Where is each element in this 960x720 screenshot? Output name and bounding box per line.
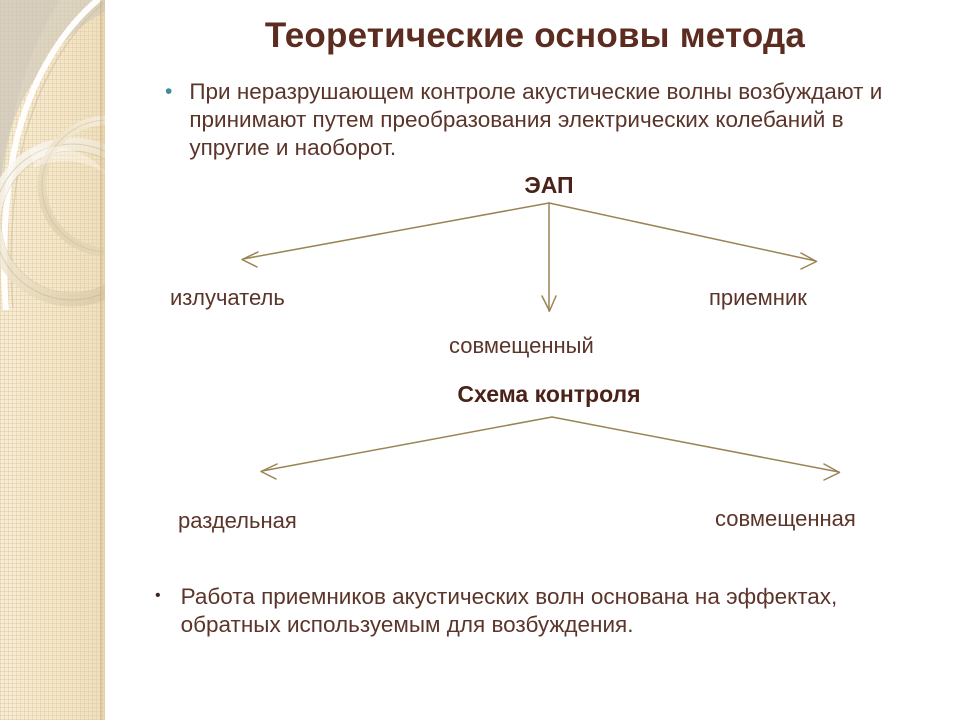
bullet-item-1: • При неразрушающем контроле акустически… — [165, 78, 910, 163]
bullet-text-2: Работа приемников акустических волн осно… — [180, 584, 838, 638]
diagram-1-node-center: совмещенный — [449, 333, 594, 358]
arrow-scheme-right — [551, 416, 841, 481]
decorative-side-band — [0, 0, 105, 720]
diagram-1-heading: ЭАП — [524, 172, 574, 198]
bullet-item-2: • Работа приемников акустических волн ос… — [155, 583, 915, 639]
bullet-text-1: При неразрушающем контроле акустические … — [189, 79, 883, 161]
arrow-eap-left — [241, 202, 550, 268]
diagram-1-node-right: приемник — [709, 285, 807, 310]
diagram-1-node-left: излучатель — [170, 285, 285, 310]
page-title: Теоретические основы метода — [264, 16, 806, 55]
bullet-dot-icon: • — [165, 80, 173, 103]
arrow-eap-right — [548, 202, 818, 270]
bullet-dot-icon: • — [155, 587, 161, 604]
arrow-scheme-left — [260, 416, 553, 480]
band-edge-shadow — [100, 0, 105, 720]
arrow-eap-down — [541, 202, 557, 312]
diagram-2-heading: Схема контроля — [457, 381, 641, 407]
decorative-rings-graphic — [0, 0, 105, 311]
diagram-2-node-right: совмещенная — [715, 506, 856, 531]
diagram-2-node-left: раздельная — [178, 508, 297, 533]
